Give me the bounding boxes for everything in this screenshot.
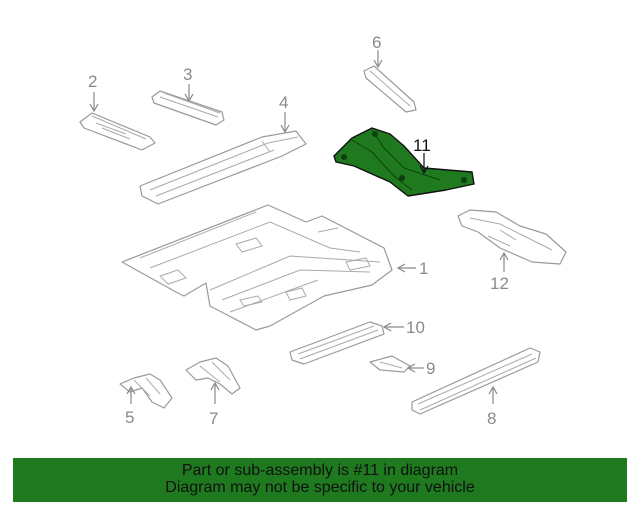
part-9[interactable]	[369, 355, 411, 373]
info-banner: Part or sub-assembly is #11 in diagram D…	[13, 458, 627, 502]
label-1: 1	[419, 259, 428, 278]
label-8: 8	[487, 409, 496, 428]
label-5: 5	[125, 408, 134, 427]
part-10[interactable]	[289, 321, 385, 365]
label-9: 9	[426, 359, 435, 378]
part-2[interactable]	[79, 112, 156, 151]
part-1-floor-pan[interactable]	[121, 204, 393, 331]
label-10: 10	[406, 318, 425, 337]
label-6: 6	[372, 33, 381, 52]
part-11-crossmember[interactable]	[333, 127, 475, 197]
part-6[interactable]	[363, 65, 417, 113]
part-7[interactable]	[185, 357, 241, 395]
label-11: 11	[413, 136, 431, 155]
label-12: 12	[490, 274, 509, 293]
part-5[interactable]	[119, 373, 173, 409]
label-3: 3	[183, 65, 192, 84]
part-8[interactable]	[411, 347, 541, 415]
parts-diagram: 2 3 4 6 11 1	[79, 33, 567, 428]
label-7: 7	[209, 409, 218, 428]
label-2: 2	[88, 72, 97, 91]
part-4[interactable]	[139, 130, 307, 205]
part-3[interactable]	[151, 90, 225, 126]
banner-line-1: Part or sub-assembly is #11 in diagram	[181, 462, 459, 479]
banner-line-2: Diagram may not be specific to your vehi…	[165, 479, 475, 496]
part-12[interactable]	[457, 209, 567, 265]
label-4: 4	[279, 93, 288, 112]
